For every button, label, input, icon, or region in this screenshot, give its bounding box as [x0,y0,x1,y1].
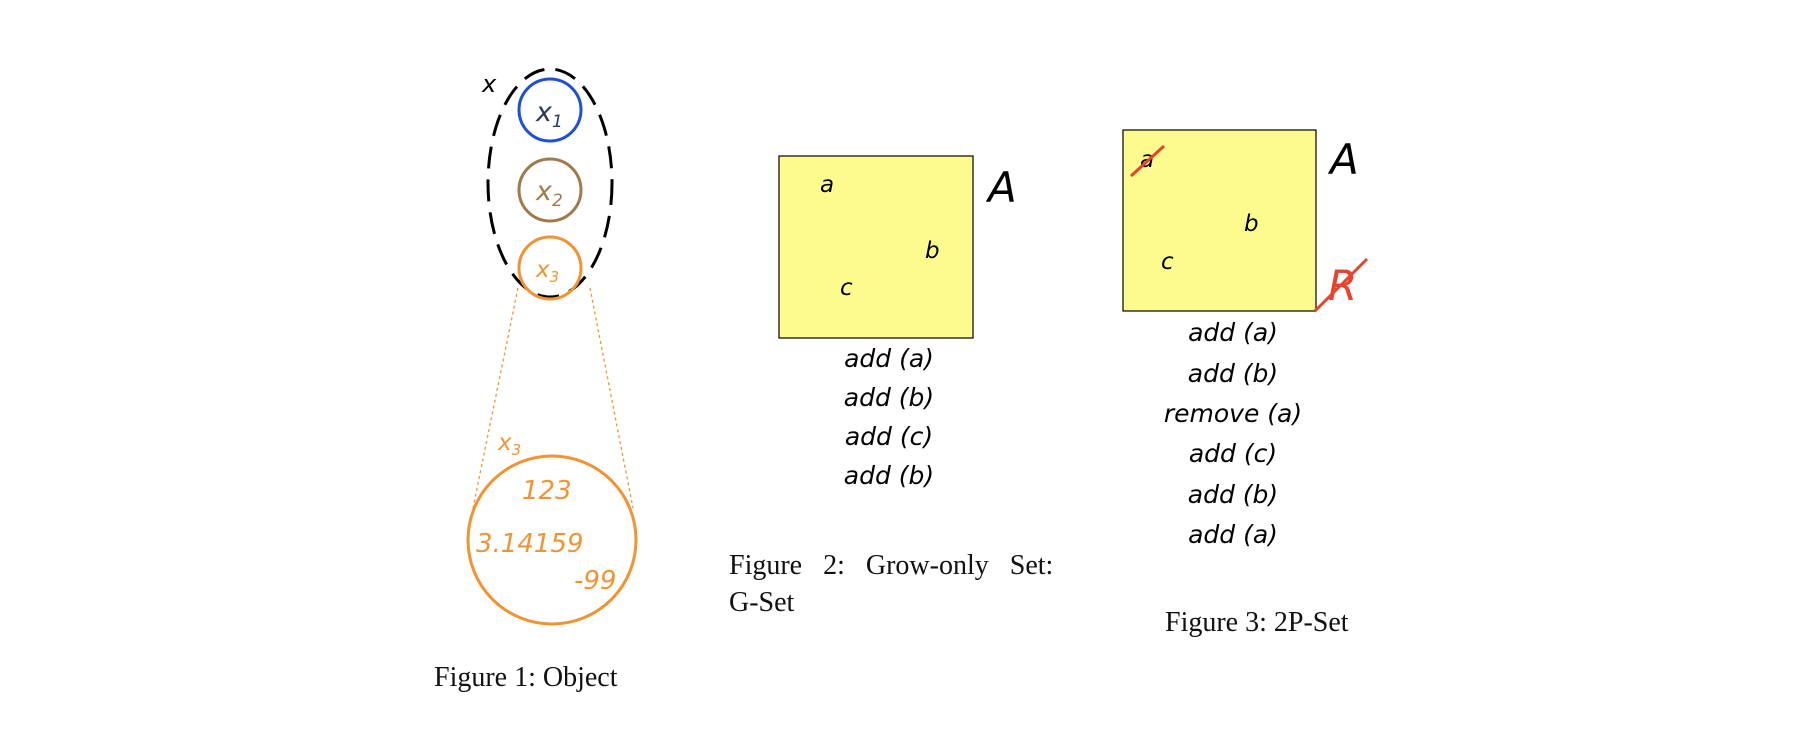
zoom-label: x3 [497,430,521,459]
figure-3: a b c A R add (a) add (b) remove (a) add… [1122,129,1369,549]
element-x3-circle [517,235,583,301]
figure-3-caption: Figure 3: 2P-Set [1165,607,1349,638]
element-x1-label: x1 [535,97,563,132]
element-x2-label: x2 [535,176,563,211]
object-boundary [486,67,614,299]
figure-2-caption-line-2: G-Set [729,587,795,618]
twopset-item-c: c [1161,249,1174,275]
twopset-box [1122,129,1317,312]
twopset-op-1: add (a) [1188,318,1278,347]
zoom-value-2: 3.14159 [476,529,584,559]
twopset-op-4: add (c) [1189,439,1277,468]
figure-1-caption: Figure 1: Object [434,662,618,693]
figure-2-caption-line-1: Figure 2: Grow-only Set: [729,550,1054,581]
twopset-strike-r [1313,257,1369,313]
twopset-item-b: b [1244,211,1259,237]
figure-2: a b c A add (a) add (b) add (c) add (b) [778,155,1017,490]
twopset-op-6: add (a) [1188,520,1278,549]
gset-set-label: A [985,163,1017,212]
twopset-set-label-a: A [1327,135,1359,184]
zoom-circle [466,454,638,626]
twopset-op-3: remove (a) [1164,399,1302,428]
twopset-strike-a [1129,144,1166,178]
gset-op-1: add (a) [844,344,934,373]
gset-box [778,155,974,339]
gset-item-b: b [925,238,940,264]
element-x3-label: x3 [535,257,559,286]
zoom-value-1: 123 [522,476,572,506]
zoom-line-right [589,287,634,509]
gset-op-2: add (b) [844,383,934,412]
element-x2-circle [517,157,583,223]
gset-item-c: c [840,275,853,301]
twopset-op-5: add (b) [1188,480,1278,509]
object-label: x [481,70,497,98]
twopset-op-2: add (b) [1188,359,1278,388]
zoom-line-left [472,287,519,509]
figure-1: x x1 x2 x3 x3 123 3.14159 -99 [466,67,638,626]
zoom-value-3: -99 [574,566,616,596]
gset-op-3: add (c) [845,422,933,451]
element-x1-circle [517,77,583,143]
gset-op-4: add (b) [844,461,934,490]
gset-item-a: a [820,172,834,198]
